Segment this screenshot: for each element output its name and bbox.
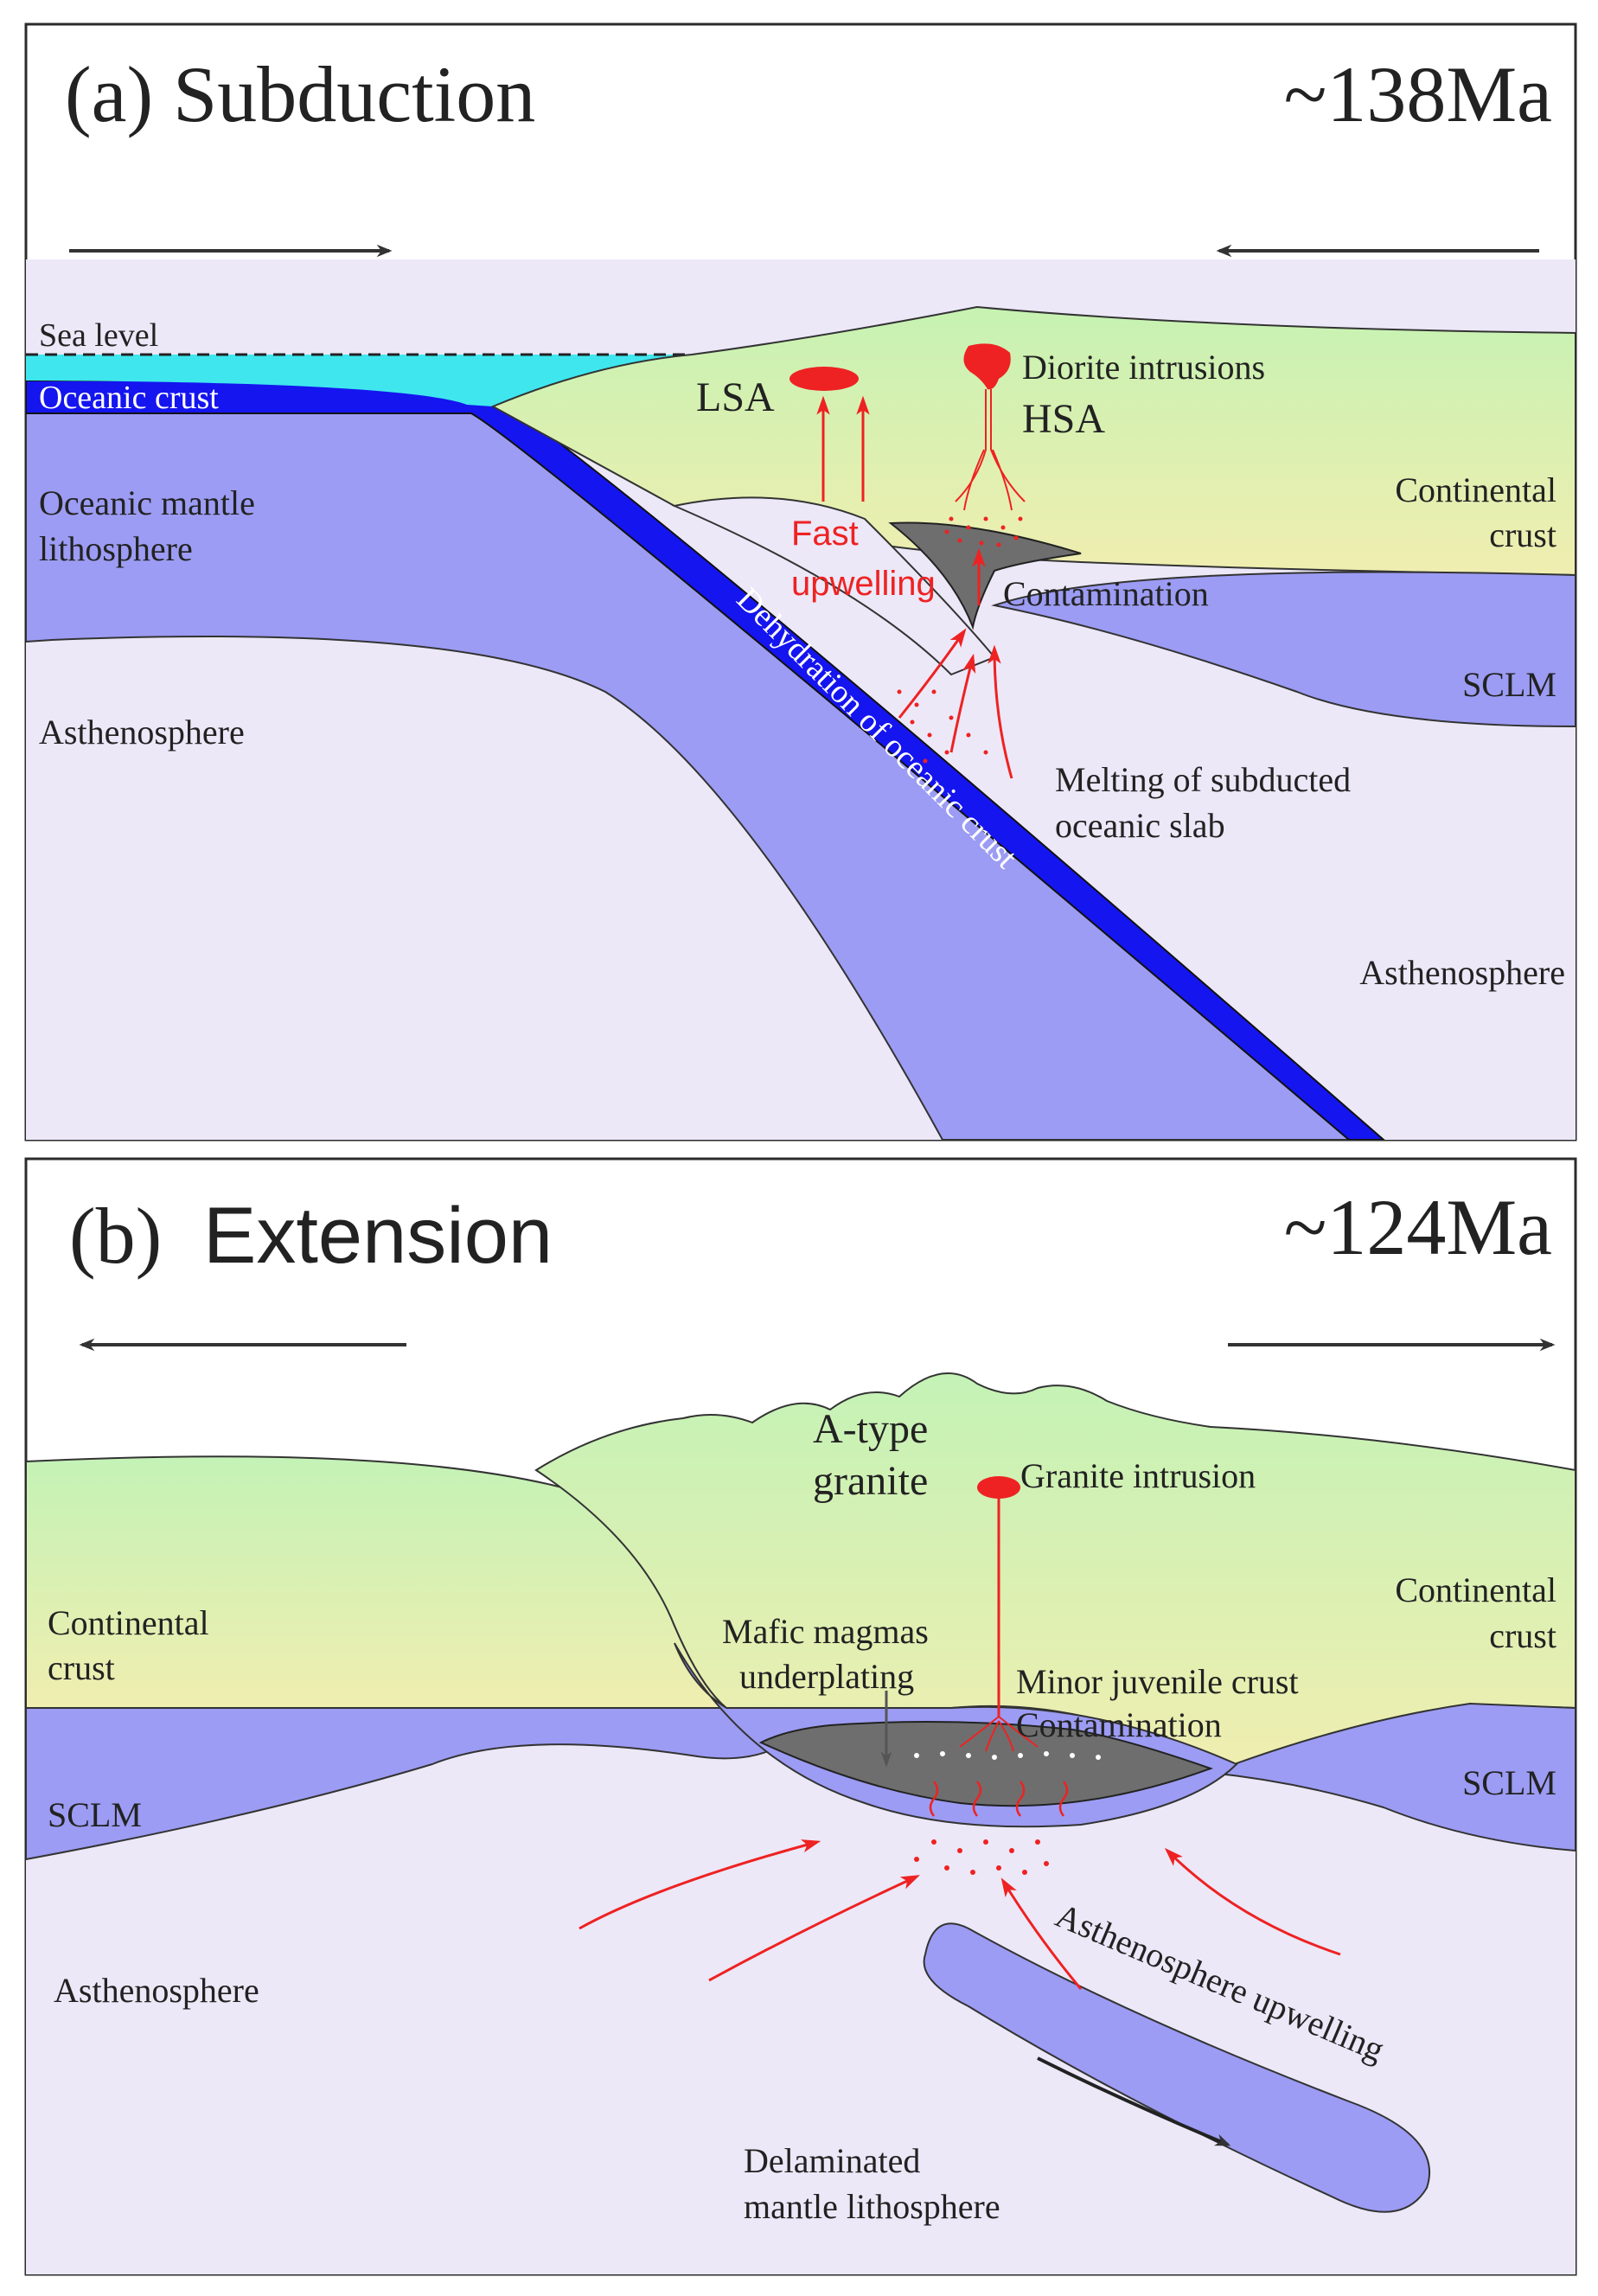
upwelling-arrow-4 xyxy=(1164,1847,1341,1956)
sclm-label: SCLM xyxy=(1462,665,1556,704)
panel-b-title-prefix: (b) xyxy=(69,1192,162,1280)
magma-underplate xyxy=(758,1721,1213,1807)
upwelling-arrow-3 xyxy=(1000,1877,1083,1990)
continental-right-label-2: crust xyxy=(1489,1616,1556,1655)
mafic-label-1: Mafic magmas xyxy=(722,1612,929,1651)
granite-intrusion-label: Granite intrusion xyxy=(1020,1456,1256,1495)
upwelling-arrow-1 xyxy=(578,1839,821,1930)
panel-b-title-word: Extension xyxy=(203,1192,553,1280)
oceanic-crust-label: Oceanic crust xyxy=(39,380,219,416)
magma-chamber xyxy=(888,521,1082,630)
a-type-label-2: granite xyxy=(813,1458,928,1504)
underplate-dots xyxy=(914,1751,1101,1760)
upwelling-arrow-2 xyxy=(708,1875,920,1982)
continental-crust-label-1: Continental xyxy=(1395,470,1556,509)
hsa-label: HSA xyxy=(1022,396,1105,442)
melting-arrow-3 xyxy=(988,644,1013,779)
continental-left-label-2: crust xyxy=(48,1648,115,1687)
continental-crust-label-2: crust xyxy=(1489,515,1556,554)
hsa-feeder xyxy=(955,389,1026,511)
sclm-right xyxy=(1210,1702,1576,1852)
melting-arrow-2 xyxy=(949,653,976,753)
magma-squiggles xyxy=(929,1781,1069,1817)
lsa-label: LSA xyxy=(696,374,775,420)
fast-upwelling-label-2: upwelling xyxy=(791,565,936,603)
delaminated-label-2: mantle lithosphere xyxy=(744,2187,1000,2226)
contamination-label: Contamination xyxy=(1003,574,1209,613)
continental-left-label-1: Continental xyxy=(48,1603,209,1642)
melting-arrow-1 xyxy=(898,628,967,719)
asthenosphere-b-label: Asthenosphere xyxy=(54,1971,259,2010)
panel-b: (b) Extension ~124Ma A-type granite Gran… xyxy=(24,1157,1577,2276)
sclm-right-label: SCLM xyxy=(1462,1763,1556,1802)
mafic-label-2: underplating xyxy=(739,1657,914,1696)
continental-right-label-1: Continental xyxy=(1395,1570,1556,1609)
upwelling-dots xyxy=(914,1839,1049,1875)
sea-level-label: Sea level xyxy=(39,317,158,354)
delamination-arrow xyxy=(1037,2056,1231,2146)
fast-upwelling-label-1: Fast xyxy=(791,515,859,553)
hsa-dots xyxy=(944,516,1023,547)
delaminated-lithosphere xyxy=(923,1922,1431,2213)
melting-label-1: Melting of subducted xyxy=(1055,760,1351,799)
a-type-label-1: A-type xyxy=(813,1406,928,1452)
hsa-body xyxy=(963,343,1011,390)
contamination-b-label: Contamination xyxy=(1016,1705,1222,1744)
granite-intrusion-body xyxy=(977,1476,1020,1499)
diorite-label: Diorite intrusions xyxy=(1022,348,1265,387)
panel-b-age: ~124Ma xyxy=(1284,1183,1552,1271)
panel-a-age: ~138Ma xyxy=(1284,50,1552,138)
granite-feeder-roots xyxy=(959,1716,1039,1752)
sclm-left-label: SCLM xyxy=(48,1795,142,1834)
lsa-body xyxy=(789,367,859,391)
mantle-wedge xyxy=(671,496,996,676)
oceanic-mantle-label-1: Oceanic mantle xyxy=(39,483,255,522)
minor-juvenile-label: Minor juvenile crust xyxy=(1016,1662,1299,1701)
delaminated-label-1: Delaminated xyxy=(744,2141,920,2180)
asthenosphere-right-label: Asthenosphere xyxy=(1359,953,1565,992)
oceanic-crust xyxy=(26,380,1385,1140)
melting-dots xyxy=(897,689,988,764)
melting-label-2: oceanic slab xyxy=(1055,806,1225,845)
panel-a-title: (a) Subduction xyxy=(65,50,535,138)
sclm-layer xyxy=(991,571,1576,728)
panel-a: (a) Subduction ~138Ma Sea level Oceanic … xyxy=(24,22,1577,1142)
asthenosphere-left-label: Asthenosphere xyxy=(39,713,245,751)
oceanic-mantle-label-2: lithosphere xyxy=(39,529,193,568)
